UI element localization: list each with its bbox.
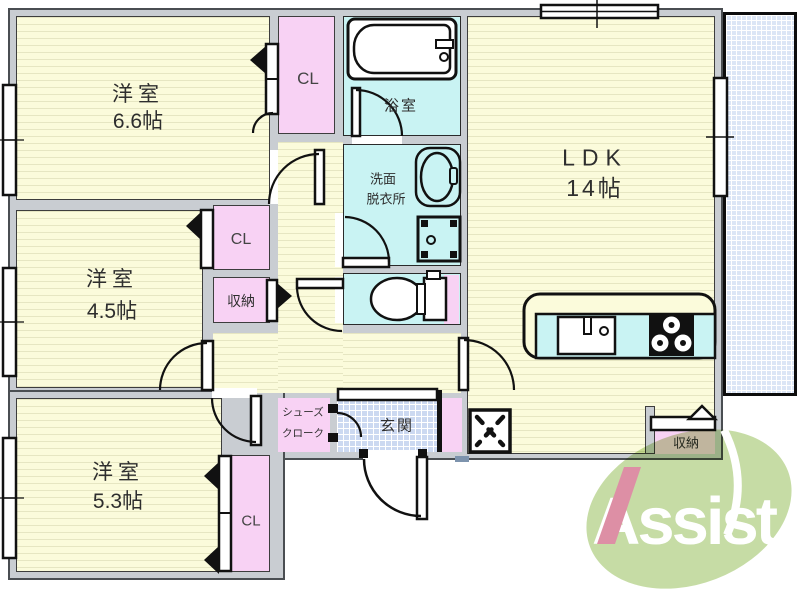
washing-machine-pan — [416, 215, 462, 263]
toilet-room-pink-end — [444, 274, 459, 324]
doorbell-mark — [455, 456, 469, 462]
door-washroom — [341, 215, 391, 269]
door-room45 — [158, 339, 215, 392]
hallway-vertical — [278, 142, 343, 393]
door-gap-room53 — [212, 388, 257, 398]
room53-label-line1: 洋室 — [92, 461, 144, 484]
cl-mid-label: CL — [230, 231, 252, 248]
pipe-shaft-box — [468, 408, 512, 454]
washroom-label-line1: 洗面 — [369, 171, 397, 187]
entrance-genkan — [337, 398, 437, 452]
closet-door-cl-bottom — [204, 454, 233, 574]
window-room66 — [0, 83, 24, 197]
window-ldk-balcony — [706, 76, 734, 198]
room-ldk — [467, 16, 715, 454]
shoe-closet-label-line2: クローク — [282, 427, 324, 440]
bathtub — [346, 17, 458, 81]
door-gap-room66 — [270, 150, 278, 204]
balcony — [723, 12, 797, 396]
door-gap-washroom — [335, 213, 343, 267]
bathroom-label: 浴室 — [383, 97, 419, 115]
door-gap-toilet — [335, 277, 343, 323]
door-room66 — [267, 148, 326, 206]
shoe-closet — [278, 398, 330, 452]
window-room45 — [0, 266, 24, 378]
leaf-vein — [720, 428, 742, 537]
cl-bottom-label: CL — [241, 512, 261, 530]
room66-label-line1: 洋室 — [112, 83, 164, 106]
window-room53 — [0, 436, 24, 560]
room-yoshitsu-6-6 — [16, 16, 270, 200]
wash-basin — [414, 146, 462, 208]
hallway-to-ldk — [343, 333, 461, 393]
assist-logo-accent — [597, 467, 641, 544]
stove — [649, 314, 694, 356]
door-ldk — [457, 336, 516, 392]
door-room53 — [210, 394, 263, 447]
entrance-label: 玄関 — [379, 417, 415, 435]
room45-label-line1: 洋室 — [86, 268, 138, 291]
storage-ldk-door — [649, 404, 719, 432]
door-gap-entrance — [363, 450, 421, 462]
door-shoe-closet — [328, 404, 363, 442]
room45-label-line2: 4.5帖 — [86, 300, 138, 323]
door-bathroom — [350, 86, 404, 138]
entrance-pink-strip — [442, 398, 462, 452]
storage-mid — [213, 277, 270, 323]
door-entrance — [359, 449, 429, 521]
room53-label-line2: 5.3帖 — [92, 490, 144, 513]
window-ldk-top — [539, 0, 660, 28]
ldk-label-line2: 14帖 — [566, 175, 624, 201]
closet-door-cl-top — [250, 42, 280, 134]
shoe-closet-label-line1: シューズ — [282, 406, 324, 419]
ldk-label-line1: LDK — [562, 144, 628, 171]
hallway-bottom-left — [213, 333, 278, 393]
kitchen-counter — [522, 292, 717, 360]
toilet — [369, 270, 448, 322]
door-toilet — [295, 277, 345, 333]
entrance-side-wall-line — [437, 390, 442, 452]
room66-label-line2: 6.6帖 — [112, 110, 164, 133]
storage-mid-label: 収納 — [227, 293, 255, 309]
door-gap-bath — [352, 136, 402, 144]
storage-mid-door — [265, 278, 292, 323]
closet-cl-bottom — [231, 455, 270, 572]
cl-top-label: CL — [297, 69, 319, 88]
washroom-label-line2: 脱衣所 — [366, 191, 406, 207]
closet-door-cl-mid — [186, 208, 215, 270]
